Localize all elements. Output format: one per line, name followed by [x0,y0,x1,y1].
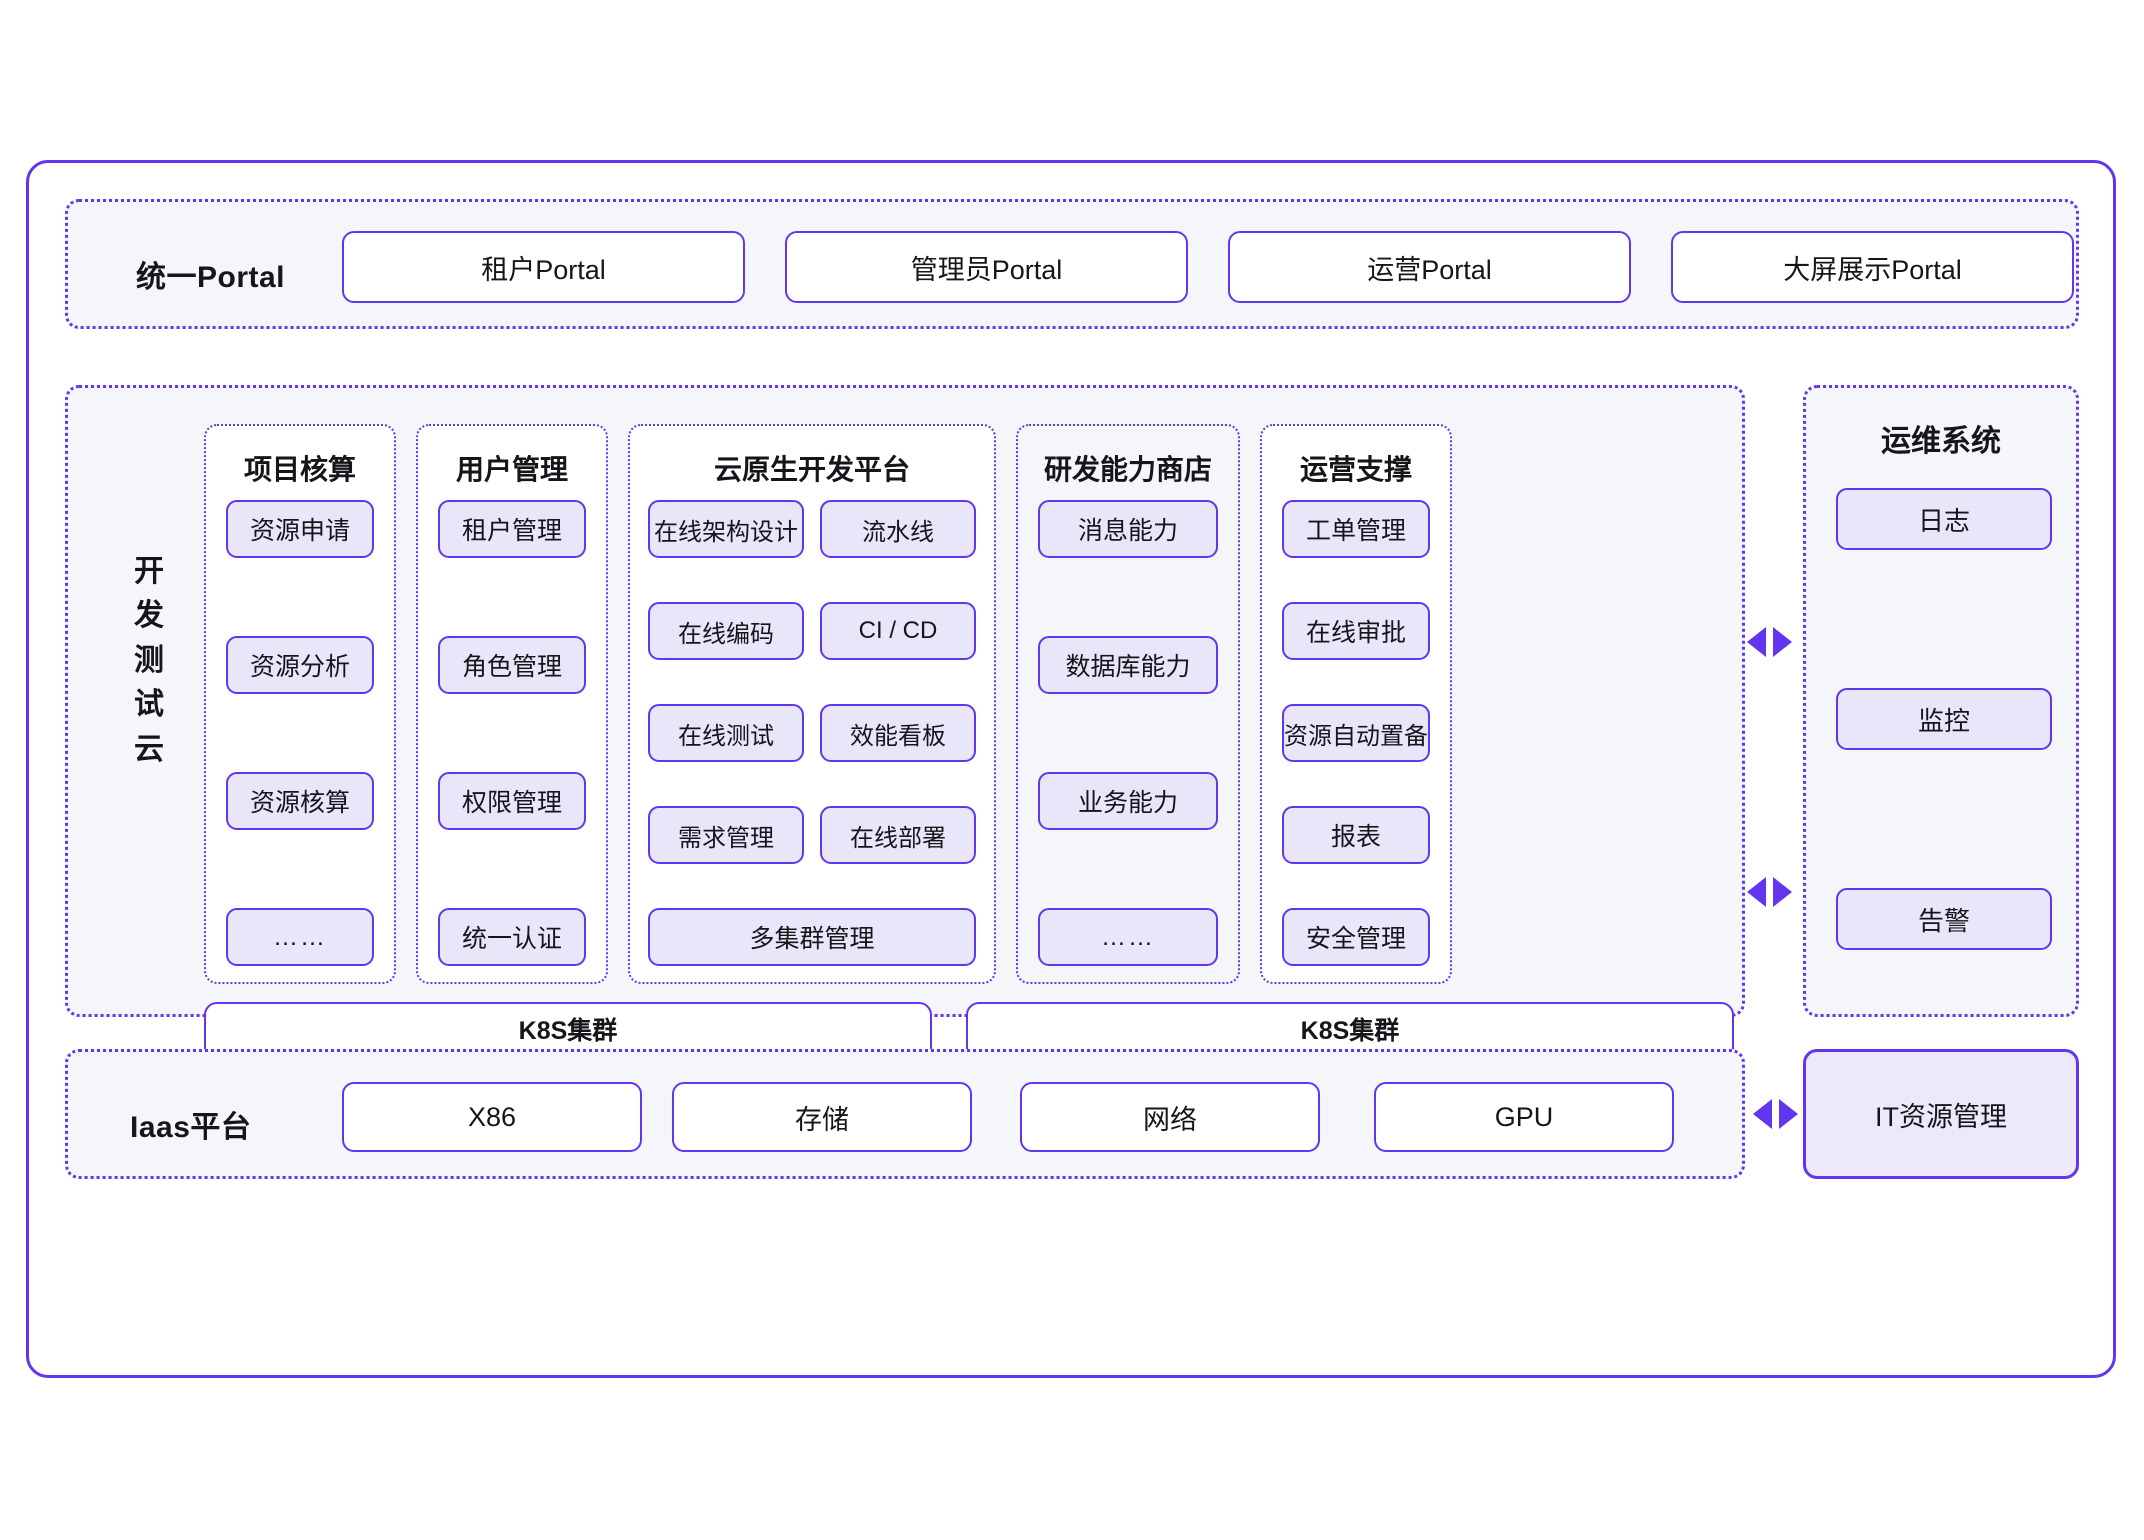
chip-business-capability[interactable]: 业务能力 [1038,772,1218,830]
connector-arrows-iaas [1753,1099,1798,1129]
arrow-left-icon [1747,877,1766,907]
connector-arrows-ops-top [1747,627,1792,657]
column-project-accounting: 项目核算 资源申请 资源分析 资源核算 …… [204,424,396,984]
chip-online-coding[interactable]: 在线编码 [648,602,804,660]
chip-online-approval[interactable]: 在线审批 [1282,602,1430,660]
portal-section-label: 统一Portal [136,261,286,294]
column-operations-support: 运营支撑 工单管理 在线审批 资源自动置备 报表 安全管理 [1260,424,1452,984]
chip-requirement-management[interactable]: 需求管理 [648,806,804,864]
chip-unified-auth[interactable]: 统一认证 [438,908,586,966]
portal-button-bigscreen[interactable]: 大屏展示Portal [1671,231,2074,303]
ops-system-section: 运维系统 日志 监控 告警 [1803,385,2079,1017]
chip-alarm[interactable]: 告警 [1836,888,2052,950]
chip-monitoring[interactable]: 监控 [1836,688,2052,750]
iaas-section: Iaas平台 X86 存储 网络 GPU [65,1049,1745,1179]
chip-ci-cd[interactable]: CI / CD [820,602,976,660]
column-title: 研发能力商店 [1043,454,1212,485]
chip-efficiency-dashboard[interactable]: 效能看板 [820,704,976,762]
chip-resource-accounting[interactable]: 资源核算 [226,772,374,830]
column-cloud-native-platform: 云原生开发平台 在线架构设计 流水线 在线编码 CI / CD 在线测试 效能看… [628,424,996,984]
iaas-button-gpu[interactable]: GPU [1374,1082,1674,1152]
chip-work-order-management[interactable]: 工单管理 [1282,500,1430,558]
column-title: 运营支撑 [1299,454,1412,485]
portal-button-admin[interactable]: 管理员Portal [785,231,1188,303]
chip-online-architecture-design[interactable]: 在线架构设计 [648,500,804,558]
portal-button-tenant[interactable]: 租户Portal [342,231,745,303]
column-title: 项目核算 [243,454,356,485]
arrow-right-icon [1773,877,1792,907]
column-rd-capability-store: 研发能力商店 消息能力 数据库能力 业务能力 …… [1016,424,1240,984]
chip-role-management[interactable]: 角色管理 [438,636,586,694]
k8s-cluster-title: K8S集群 [1300,1016,1400,1045]
chip-resource-request[interactable]: 资源申请 [226,500,374,558]
chip-report[interactable]: 报表 [1282,806,1430,864]
chip-database-capability[interactable]: 数据库能力 [1038,636,1218,694]
dev-test-cloud-section: 开发测试云 项目核算 资源申请 资源分析 资源核算 …… 用户管理 租户管理 角… [65,385,1745,1096]
chip-message-capability[interactable]: 消息能力 [1038,500,1218,558]
platform-row: 在线测试 效能看板 [648,704,976,762]
portal-section: 统一Portal 租户Portal 管理员Portal 运营Portal 大屏展… [65,199,2079,329]
chip-pipeline[interactable]: 流水线 [820,500,976,558]
arrow-right-icon [1773,627,1792,657]
chip-security-management[interactable]: 安全管理 [1282,908,1430,966]
column-user-management: 用户管理 租户管理 角色管理 权限管理 统一认证 [416,424,608,984]
arrow-left-icon [1747,627,1766,657]
chip-auto-resource-provisioning[interactable]: 资源自动置备 [1282,704,1430,762]
k8s-cluster-title: K8S集群 [518,1016,618,1045]
chip-multi-cluster-management[interactable]: 多集群管理 [648,908,976,966]
iaas-button-storage[interactable]: 存储 [672,1082,972,1152]
chip-permission-management[interactable]: 权限管理 [438,772,586,830]
portal-button-operations[interactable]: 运营Portal [1228,231,1631,303]
column-title: 用户管理 [455,454,568,485]
chip-more-project-accounting[interactable]: …… [226,908,374,966]
arrow-right-icon [1779,1099,1798,1129]
iaas-button-x86[interactable]: X86 [342,1082,642,1152]
platform-row: 需求管理 在线部署 [648,806,976,864]
connector-arrows-ops-bottom [1747,877,1792,907]
platform-row: 在线架构设计 流水线 [648,500,976,558]
column-title: 云原生开发平台 [713,454,910,485]
ops-system-title: 运维系统 [1881,425,2001,458]
platform-row: 在线编码 CI / CD [648,602,976,660]
iaas-button-network[interactable]: 网络 [1020,1082,1320,1152]
it-resource-management-box[interactable]: IT资源管理 [1803,1049,2079,1179]
chip-online-deployment[interactable]: 在线部署 [820,806,976,864]
chip-log[interactable]: 日志 [1836,488,2052,550]
architecture-diagram-frame: 统一Portal 租户Portal 管理员Portal 运营Portal 大屏展… [26,160,2116,1378]
chip-online-testing[interactable]: 在线测试 [648,704,804,762]
chip-tenant-management[interactable]: 租户管理 [438,500,586,558]
iaas-section-label: Iaas平台 [130,1111,252,1144]
chip-more-rd-capability[interactable]: …… [1038,908,1218,966]
arrow-left-icon [1753,1099,1772,1129]
dev-test-cloud-label: 开发测试云 [134,555,164,766]
chip-resource-analysis[interactable]: 资源分析 [226,636,374,694]
